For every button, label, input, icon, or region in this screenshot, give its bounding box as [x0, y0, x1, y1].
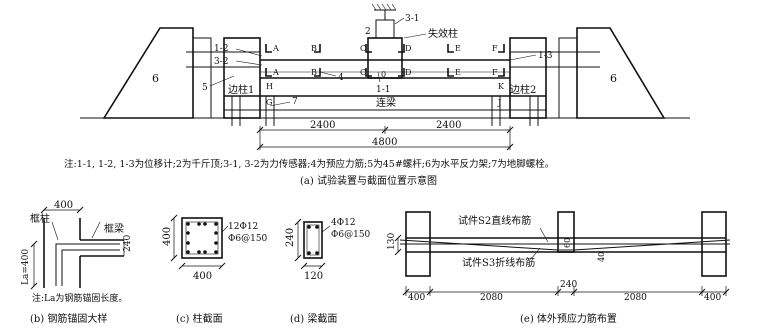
label-1-1: 1-1 [376, 85, 391, 95]
left-reaction-frame [102, 27, 194, 119]
panel-e-dim-3: 2080 [624, 293, 647, 303]
label-5: 5 [202, 83, 208, 93]
label-side-column-1: 边柱1 [228, 83, 254, 96]
jack [375, 19, 395, 39]
section-B-top: B [311, 44, 317, 53]
panel-a-dimensions [256, 126, 514, 151]
section-C-top: C [360, 44, 366, 53]
section-C-bottom: C [360, 68, 366, 77]
section-D-bottom: D [405, 68, 411, 77]
label-3-1: 3-1 [405, 14, 420, 24]
panel-c-dim-side: 400 [162, 227, 173, 246]
label-4: 4 [338, 73, 344, 83]
panel-e-dim-2: 240 [560, 280, 577, 290]
panel-b-dim-240: 240 [123, 235, 133, 252]
panel-b-caption: (b) 钢筋锚固大样 [30, 312, 107, 325]
right-reaction-frame-plate [558, 37, 578, 119]
label-failed-column: 失效柱 [428, 27, 458, 40]
s3-bent-tendon [399, 239, 731, 251]
panel-e-dim-40: 40 [597, 252, 606, 262]
panel-d-beam-section: 240 120 4Φ12 Φ6@150 (d) 梁截面 [285, 218, 371, 325]
beam-rebars [307, 225, 319, 255]
panel-e-dim-60: 60 [563, 238, 572, 248]
panel-c-rebar-stirrup: Φ6@150 [228, 234, 268, 244]
label-0: 0 [381, 70, 386, 79]
label-1-3: 1-3 [538, 51, 553, 61]
left-reaction-frame-plate [192, 37, 212, 119]
leader-lines [209, 17, 537, 107]
label-6-left: 6 [152, 72, 159, 85]
panel-a-note: 注:1-1, 1-2, 1-3为位移计;2为千斤顶;3-1, 3-2为力传感器;… [64, 158, 554, 170]
dim-left-2400: 2400 [310, 120, 335, 131]
label-6-right: 6 [610, 72, 617, 85]
panel-e-dim-4: 400 [704, 293, 721, 303]
section-D-top: D [405, 44, 411, 53]
section-G: G [266, 98, 272, 107]
panel-e-tendon-layout: 试件S2直线布筋 试件S3折线布筋 130 60 40 400 2080 240… [387, 211, 731, 325]
panel-e-caption: (e) 体外预应力筋布置 [520, 312, 617, 325]
panel-a-setup: 3-1 2 失效柱 1-2 3-2 1-3 5 4 1-1 0 6 6 边柱1 … [64, 3, 690, 187]
section-F-bottom: F [492, 68, 498, 77]
panel-c-column-section: 400 400 12Φ12 Φ6@150 (c) 柱截面 [162, 214, 268, 325]
panel-d-dim-side: 240 [285, 228, 296, 247]
panel-d-caption: (d) 梁截面 [290, 312, 337, 325]
section-E-top: E [455, 44, 461, 53]
label-3-2: 3-2 [214, 57, 229, 67]
panel-e-dim-130: 130 [387, 233, 397, 250]
panel-b-anchorage: 400 框柱 框梁 240 La=400 注:La为钢筋锚固长度。 (b) 钢筋… [21, 200, 133, 325]
section-H: H [266, 82, 273, 91]
panel-b-frame-beam: 框梁 [104, 222, 124, 235]
section-A-top: A [272, 44, 279, 53]
label-2: 2 [365, 27, 371, 37]
label-beam: 连梁 [376, 96, 396, 109]
column-rebars [186, 222, 218, 254]
panel-d-rebar-stirrup: Φ6@150 [331, 230, 371, 240]
panel-c-rebar-main: 12Φ12 [228, 222, 258, 232]
panel-a-caption: (a) 试验装置与截面位置示意图 [300, 174, 437, 187]
section-K: K [498, 82, 505, 91]
right-reaction-frame [576, 27, 666, 119]
panel-c-caption: (c) 柱截面 [176, 312, 223, 325]
panel-b-note: 注:La为钢筋锚固长度。 [32, 292, 127, 304]
section-E-bottom: E [455, 68, 461, 77]
label-side-column-2: 边柱2 [510, 83, 536, 96]
panel-e-s2-label: 试件S2直线布筋 [458, 214, 531, 227]
anchor-bolts [231, 96, 539, 126]
section-A-bottom: A [272, 68, 279, 77]
dim-total-4800: 4800 [372, 137, 397, 148]
label-7: 7 [292, 97, 298, 107]
label-1-2: 1-2 [214, 44, 229, 54]
panel-e-dim-1: 2080 [480, 293, 503, 303]
panel-e-s3-label: 试件S3折线布筋 [462, 256, 535, 269]
panel-d-dim-bottom: 120 [304, 271, 323, 282]
panel-b-anchor-length: La=400 [21, 249, 31, 285]
dim-right-2400: 2400 [436, 120, 461, 131]
section-B-bottom: B [311, 68, 317, 77]
panel-d-rebar-main: 4Φ12 [331, 218, 356, 228]
section-F-top: F [492, 44, 498, 53]
section-J: J [497, 98, 501, 107]
panel-c-dim-bottom: 400 [193, 271, 212, 282]
section-marks [265, 44, 505, 77]
side-column-right [509, 37, 547, 119]
panel-b-side-column: 框柱 [30, 212, 50, 225]
panel-b-dim-400: 400 [54, 200, 73, 211]
panel-e-dim-0: 400 [408, 293, 425, 303]
